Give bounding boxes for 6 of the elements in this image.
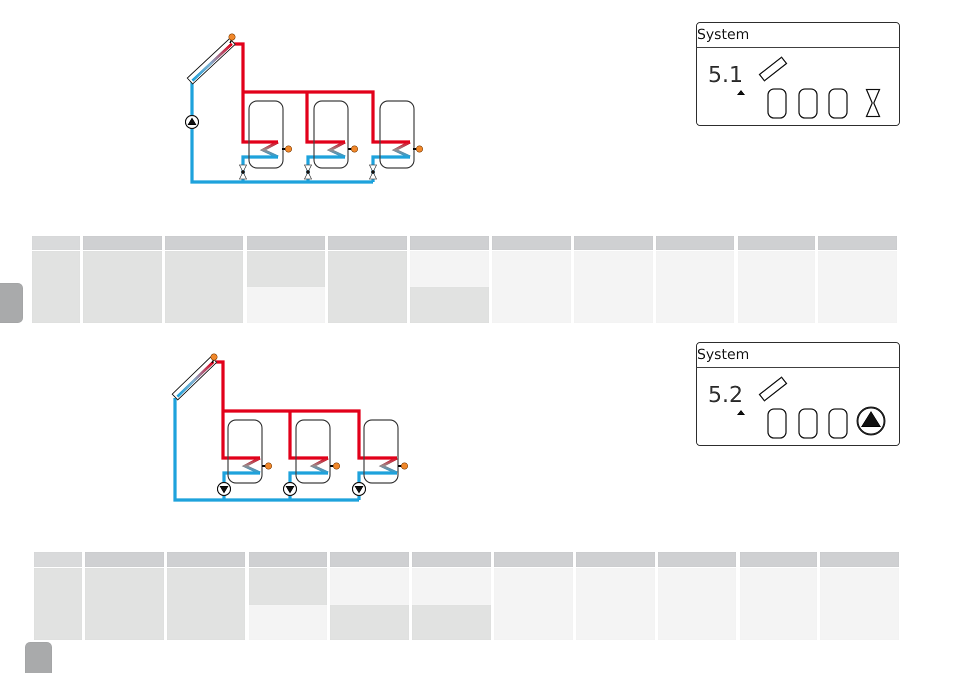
menu-number: 5.2 [708,383,743,409]
display-title: System [697,347,750,364]
menu-number: 5.1 [708,63,743,89]
lcd-display [696,22,900,126]
lcd-display [696,342,900,446]
display-title: System [697,27,750,44]
